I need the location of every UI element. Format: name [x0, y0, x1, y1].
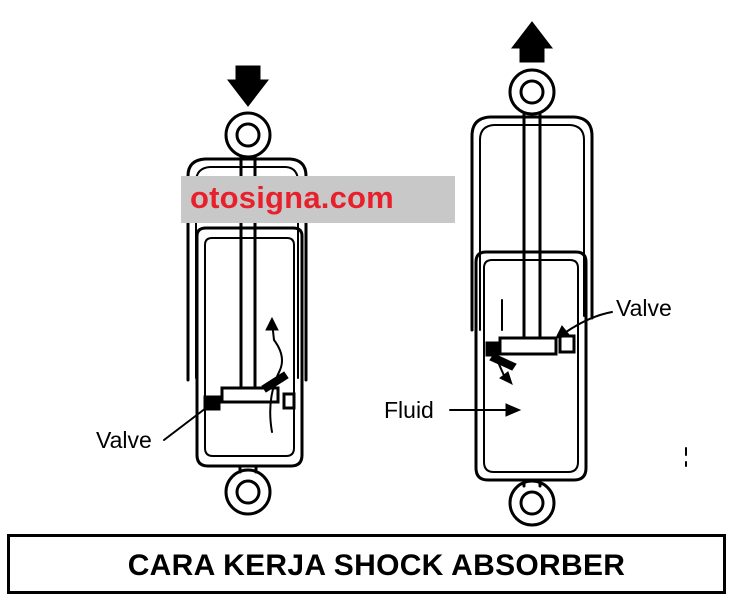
arrow-up-icon	[510, 21, 554, 63]
right-valve-label: Valve	[616, 295, 672, 321]
caption-title: CARA KERJA SHOCK ABSORBER	[127, 549, 626, 582]
caption-box: CARA KERJA SHOCK ABSORBER	[7, 534, 726, 594]
top-mount-eye	[508, 68, 556, 116]
arrow-down-icon	[226, 65, 270, 107]
watermark-text: otosigna.com	[190, 180, 394, 215]
right-shock-absorber: Valve Fluid	[384, 21, 687, 527]
cylinder-body	[195, 226, 304, 468]
flow-arrow	[269, 321, 283, 433]
watermark-background	[181, 176, 455, 223]
piston	[220, 386, 280, 404]
top-mount-eye	[224, 111, 272, 159]
piston-rod	[522, 112, 542, 342]
left-valve-label: Valve	[96, 427, 152, 453]
fluid-label: Fluid	[384, 397, 434, 423]
dust-cover	[186, 157, 308, 382]
valve-flap	[489, 353, 517, 371]
left-shock-absorber: Valve	[96, 65, 308, 516]
dust-cover	[470, 115, 594, 332]
cylinder-body	[474, 250, 588, 482]
bottom-mount-eye	[224, 464, 272, 516]
bottom-mount-eye	[508, 478, 556, 527]
piston	[498, 336, 558, 356]
